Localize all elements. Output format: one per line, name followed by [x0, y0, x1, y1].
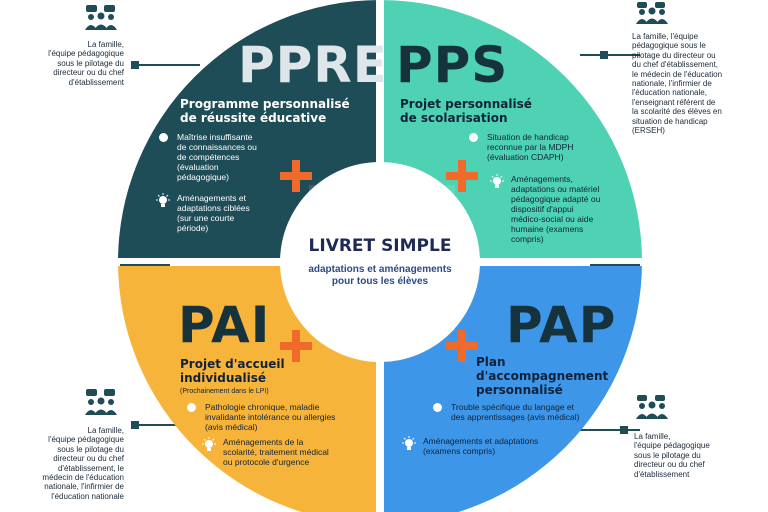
pap-subtitle-line: personnalisé [476, 383, 563, 397]
ppre-title: PPRE [238, 36, 388, 94]
pap-subtitle-line: d'accompagnement [476, 369, 609, 383]
pps-subtitle-line: de scolarisation [400, 111, 508, 125]
pai-note: (Prochainement dans le LPI) [180, 388, 269, 395]
side-note-bottom-left: La famille, l'équipe pédagogique sous le… [42, 426, 124, 501]
group-icon-top-left [85, 5, 117, 30]
dot-icon [432, 403, 442, 412]
pai-item-response: Aménagements de la scolarité, traitement… [202, 437, 329, 467]
group-icon-bottom-right [636, 395, 668, 419]
lightbulb-icon [156, 193, 170, 207]
pai-subtitle-line: Projet d'accueil [180, 357, 285, 371]
connector-lines [120, 51, 640, 434]
pap-subtitle: Plan d'accompagnement personnalisé [476, 355, 608, 397]
ppre-subtitle: Programme personnalisé de réussite éduca… [180, 97, 350, 125]
dot-icon [186, 403, 196, 412]
plus-icon-ppre [280, 160, 312, 192]
pai-title: PAI [178, 296, 271, 354]
ppre-subtitle-line: de réussite éducative [180, 111, 327, 125]
pps-item-response: Aménagements, adaptations ou matériel pé… [490, 174, 600, 244]
pps-title: PPS [396, 36, 509, 94]
pps-subtitle: Projet personnalisé de scolarisation [400, 97, 532, 125]
center-circle [280, 162, 480, 362]
pps-subtitle-line: Projet personnalisé [400, 97, 532, 111]
pap-subtitle-line: Plan [476, 355, 506, 369]
group-icon-top-right [636, 2, 668, 24]
pai-subtitle: Projet d'accueil individualisé [180, 357, 285, 385]
lightbulb-icon [202, 437, 216, 451]
pai-subtitle-line: individualisé [180, 371, 267, 385]
dot-icon [158, 133, 168, 142]
plus-icon-pai [280, 330, 312, 362]
center-title: LIVRET SIMPLE [308, 236, 452, 256]
ppre-subtitle-line: Programme personnalisé [180, 97, 350, 111]
pps-item-need: Situation de handicap reconnue par la MD… [466, 132, 573, 162]
dot-icon [468, 133, 478, 142]
lightbulb-icon [402, 436, 416, 450]
pap-item-response: Aménagements et adaptations (examens com… [402, 436, 538, 456]
pap-item-need: Trouble spécifique du langage et des app… [430, 402, 580, 422]
plus-signs [280, 160, 478, 362]
ppre-item-response: Aménagements et adaptations ciblées (sur… [156, 193, 250, 233]
plus-icon-pap [446, 330, 478, 362]
ppre-item-need: Maîtrise insuffisante de connaissances o… [156, 132, 257, 182]
side-note-bottom-right: La famille, l'équipe pédagogique sous le… [634, 432, 710, 479]
lightbulb-icon [490, 174, 504, 188]
side-note-top-left: La famille, l'équipe pédagogique sous le… [48, 40, 124, 87]
center-subtitle: adaptations et aménagements pour tous le… [308, 264, 452, 287]
side-note-top-right: La famille, l'équipe pédagogique sous le… [632, 32, 723, 136]
group-icon-bottom-left [85, 389, 117, 415]
pai-item-need: Pathologie chronique, maladie invalidant… [184, 402, 335, 432]
plus-icon-pps [446, 160, 478, 192]
pap-title: PAP [506, 296, 617, 354]
